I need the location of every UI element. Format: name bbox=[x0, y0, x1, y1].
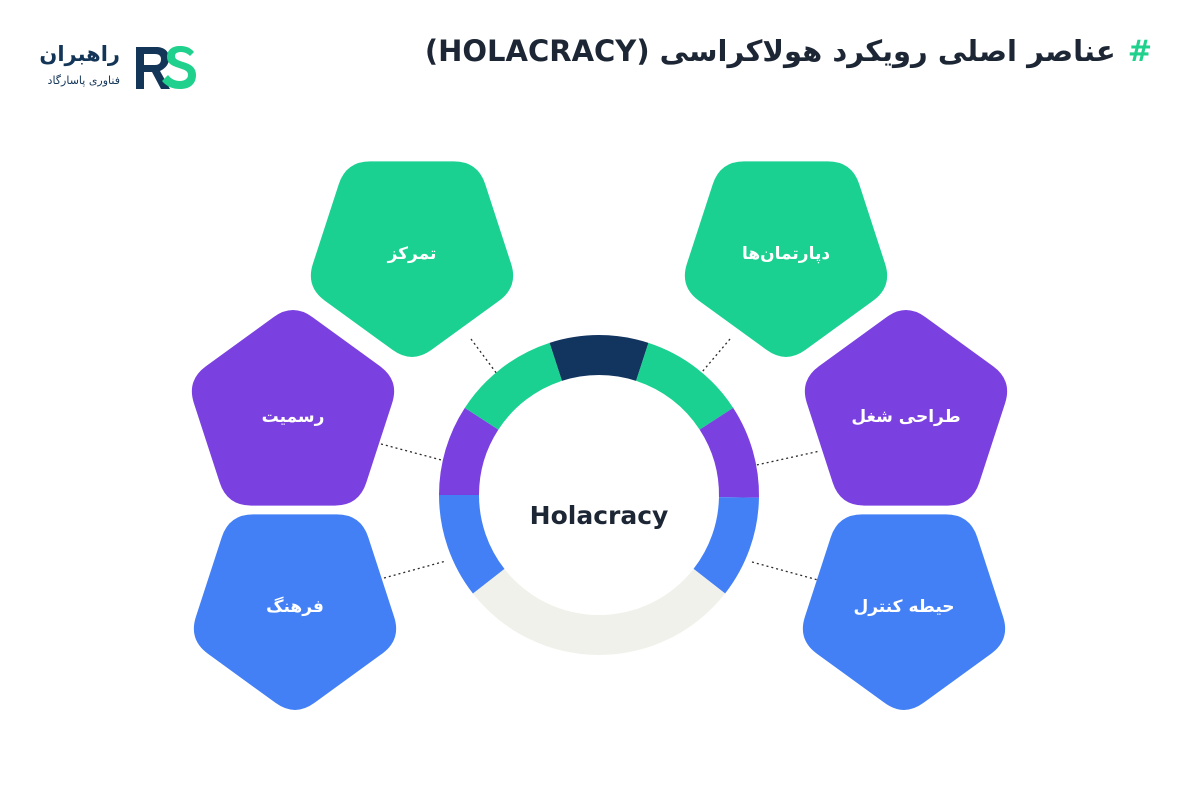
ring-segment-top bbox=[549, 334, 649, 381]
connector-line bbox=[380, 443, 450, 463]
element-pentagon bbox=[193, 514, 397, 710]
donut-ring bbox=[439, 334, 760, 656]
logo-name: راهبران bbox=[39, 42, 120, 66]
element-node-4: دپارتمان‌ها bbox=[684, 161, 888, 357]
page-title-text: عناصر اصلی رویکرد هولاکراسی (HOLACRACY) bbox=[424, 34, 1116, 68]
hash-icon: # bbox=[1127, 34, 1152, 68]
element-label: فرهنگ bbox=[266, 596, 324, 617]
ring-segment-right-purple bbox=[699, 407, 760, 498]
element-pentagon bbox=[802, 514, 1006, 710]
element-shapes: تمرکز رسمیت فرهنگ دپارتمان‌ها طراحی شغل حیطه … bbox=[191, 161, 1008, 710]
logo-letter-s bbox=[162, 46, 196, 89]
ring-segment-bottom bbox=[472, 568, 726, 656]
element-pentagon bbox=[310, 161, 514, 357]
element-label: دپارتمان‌ها bbox=[742, 244, 830, 264]
element-pentagon bbox=[804, 310, 1008, 506]
element-pentagon bbox=[191, 310, 395, 506]
connector-line bbox=[751, 561, 819, 581]
connector-line bbox=[383, 560, 447, 579]
logo-tagline: فناوری پاسارگاد bbox=[47, 74, 120, 87]
page-title: # عناصر اصلی رویکرد هولاکراسی (HOLACRACY) bbox=[425, 34, 1152, 68]
logo bbox=[136, 46, 196, 89]
element-node-6: حیطه کنترل bbox=[802, 514, 1006, 710]
element-node-2: رسمیت bbox=[191, 310, 395, 506]
element-label: تمرکز bbox=[387, 244, 437, 264]
element-node-3: فرهنگ bbox=[193, 514, 397, 710]
ring-segment-left-blue bbox=[439, 495, 505, 594]
element-pentagon bbox=[684, 161, 888, 357]
element-label: طراحی شغل bbox=[851, 407, 960, 427]
connector-line bbox=[751, 450, 821, 467]
element-label: رسمیت bbox=[262, 407, 325, 427]
element-node-1: تمرکز bbox=[310, 161, 514, 357]
logo-letter-r bbox=[136, 47, 170, 89]
ring-segment-left-green bbox=[464, 342, 562, 430]
ring-segment-right-green bbox=[636, 342, 734, 430]
element-label: حیطه کنترل bbox=[853, 597, 954, 617]
center-label: Holacracy bbox=[530, 501, 669, 530]
element-node-5: طراحی شغل bbox=[804, 310, 1008, 506]
ring-segment-left-purple bbox=[439, 407, 499, 495]
ring-segment-right-blue bbox=[693, 497, 759, 594]
